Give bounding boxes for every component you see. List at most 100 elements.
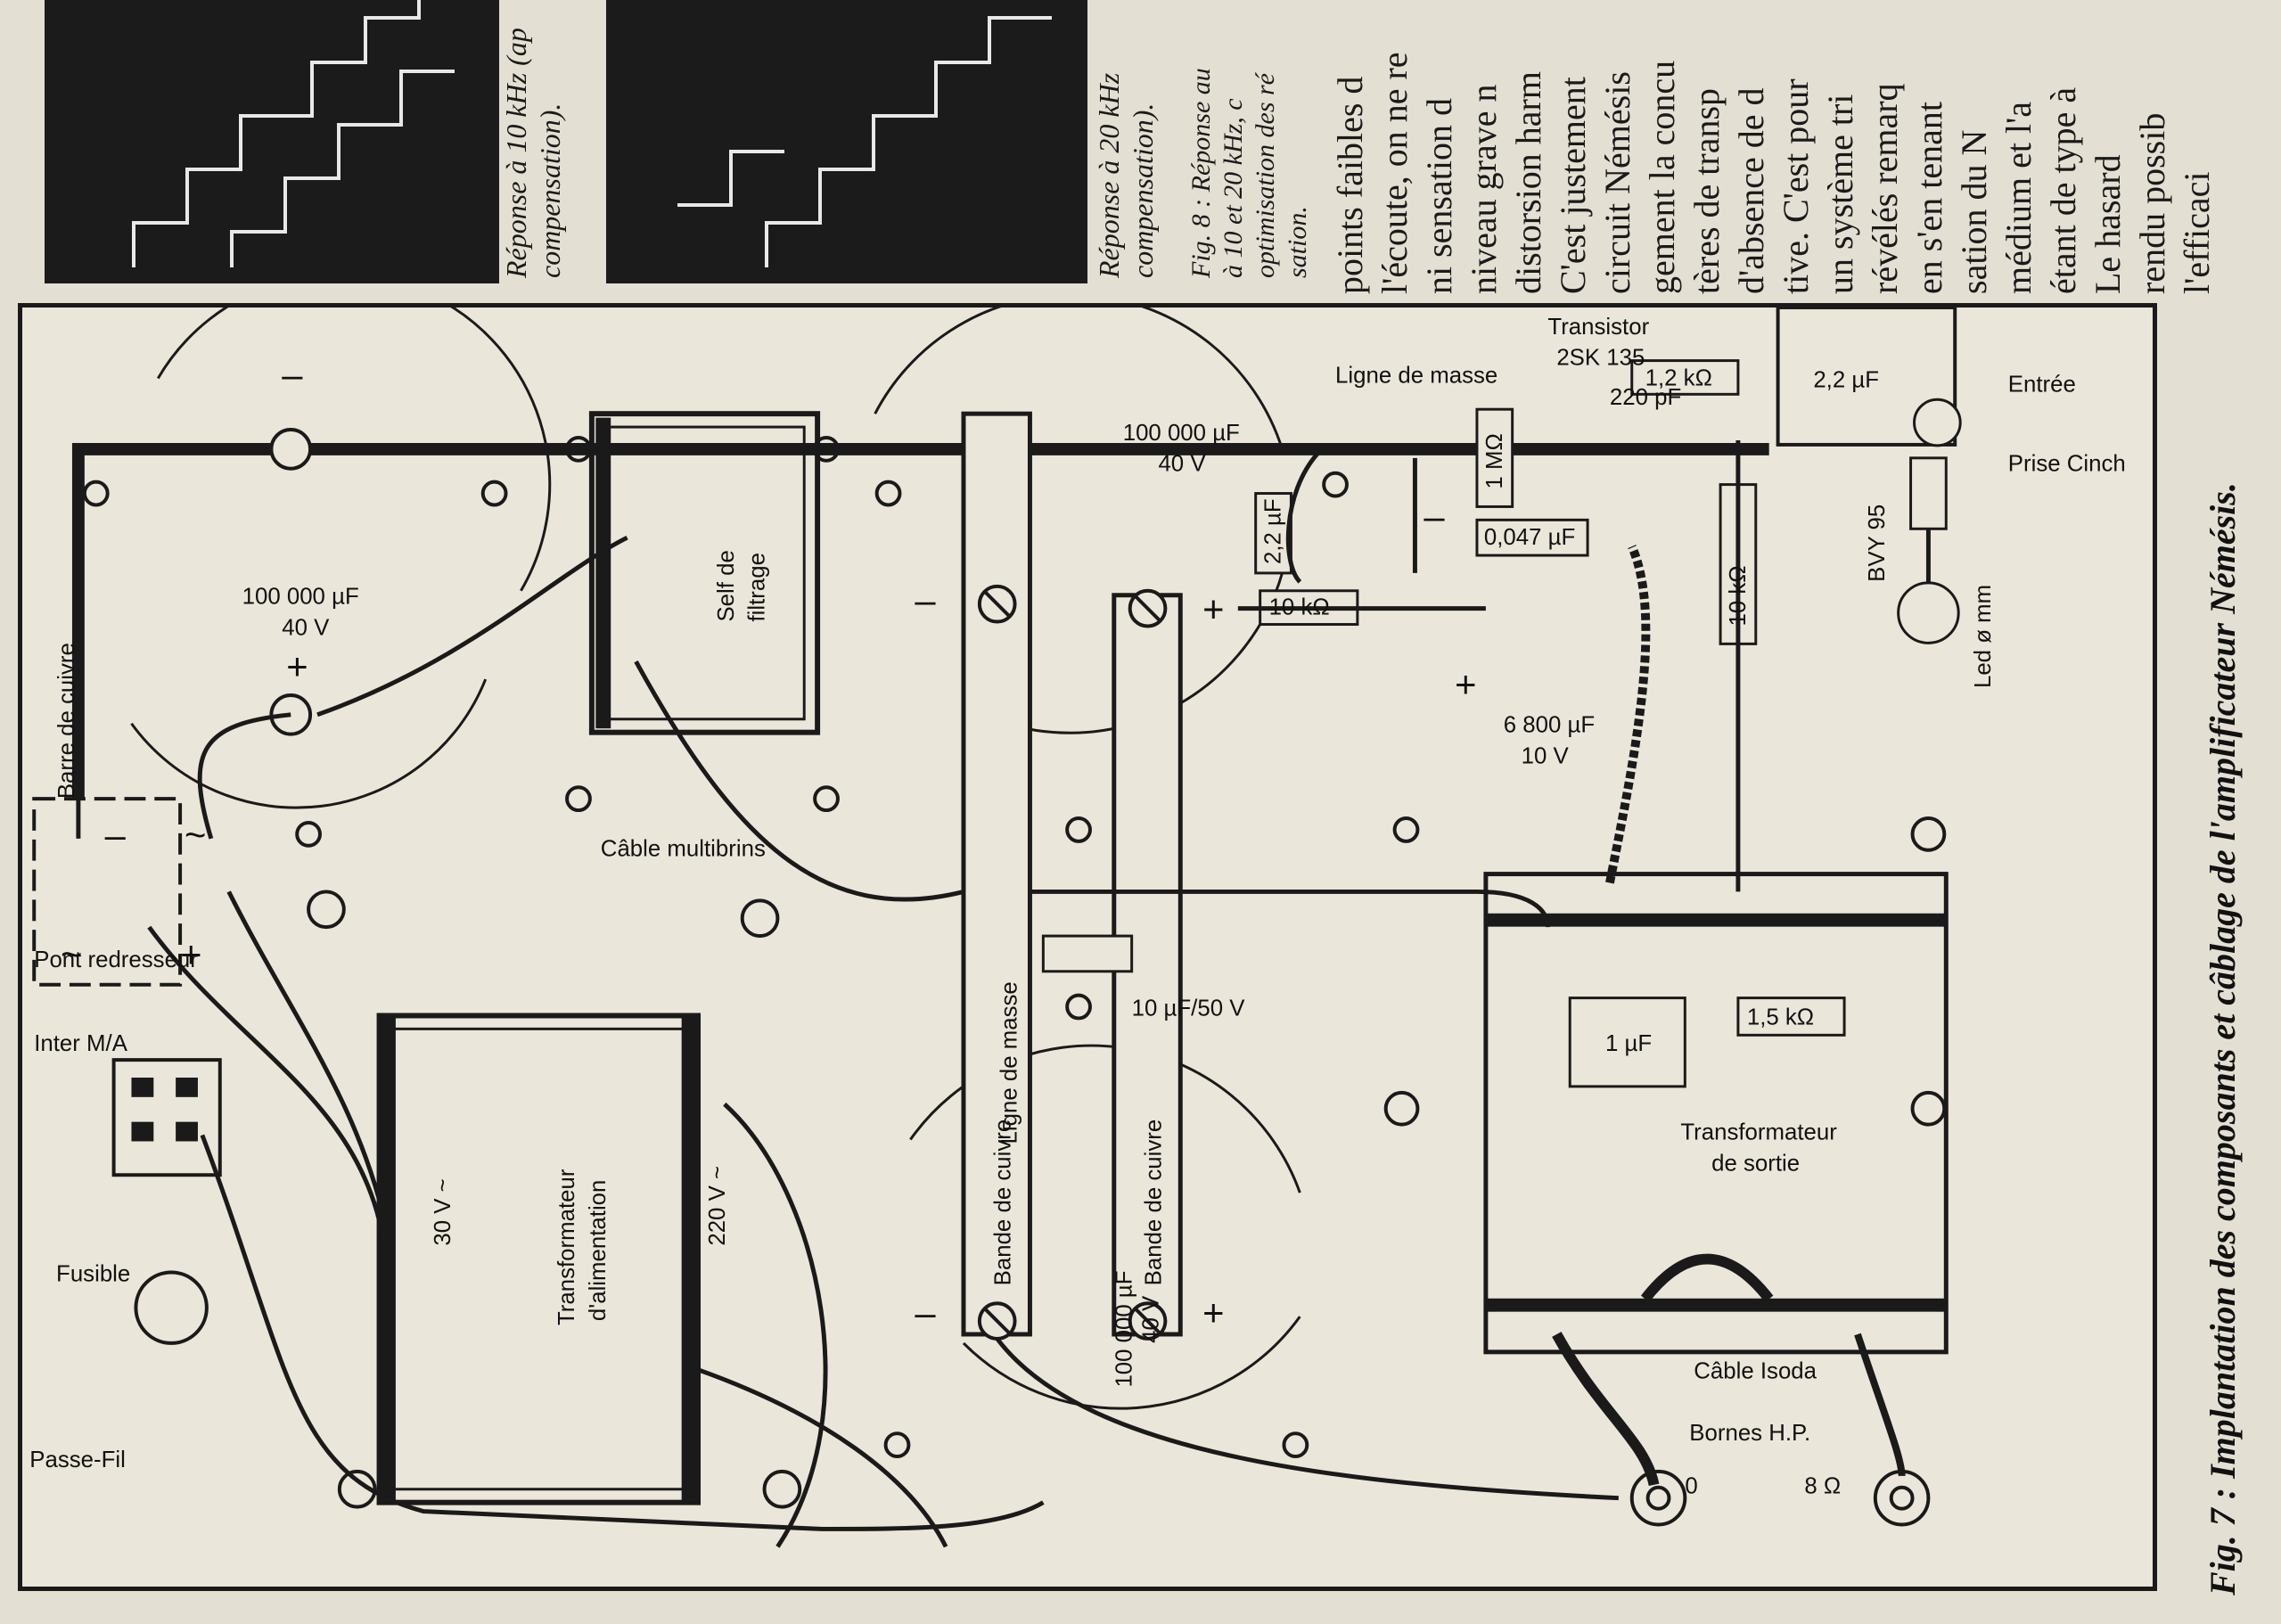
label-cap-6800-v: 10 V [1522,743,1570,768]
label-bande-1: Bande de cuivre [991,1120,1016,1286]
scope-photo-20khz [606,0,1087,283]
label-transistor-1: Transistor [1547,315,1649,340]
label-res-1-2k: 1,2 kΩ [1645,365,1712,390]
wire [995,1337,1619,1501]
wiring-diagram: – + ~ ~ – + – + – + – + Barre de cuivre … [18,303,2157,1591]
article-line: C'est justement [1553,77,1593,294]
mount-hole [295,820,322,848]
wiring-svg: – + ~ ~ – + – + – + – + Barre de cuivre … [29,308,2126,1548]
fig8-line1: Fig. 8 : Réponse au [1186,68,1216,278]
minus-symbol: – [915,1292,936,1333]
article-line: d'absence de d [1731,87,1771,294]
minus-symbol: – [105,814,127,856]
plus-symbol: + [286,645,308,687]
cap1-outline [130,308,552,809]
label-self-2: filtrage [745,553,770,621]
article-line: révélés remarq [1865,83,1905,294]
label-bande-2: Bande de cuivre [1141,1120,1166,1286]
resistor-1m [1475,407,1514,508]
article-line: étant de type à [2043,86,2083,294]
wire [1285,452,1320,584]
label-bvy: BVY 95 [1865,504,1890,582]
article-line: niveau grave n [1464,84,1504,294]
article-line: l'efficaci [2177,171,2217,294]
plus-symbol: + [1202,588,1224,630]
scope-photo-10khz [45,0,499,283]
cap-10uf [1041,934,1134,973]
minus-symbol: – [282,353,303,395]
wire [1854,1333,1906,1477]
label-res-1m: 1 MΩ [1482,433,1507,488]
article-line: rendu possib [2132,112,2172,294]
filter-choke [588,411,821,735]
fig8-line2: à 10 et 20 kHz, c [1218,98,1248,278]
mount-hole [565,785,592,813]
mount-hole [874,480,902,507]
output-transformer [1483,872,1949,1355]
power-switch [111,1058,222,1177]
wire [634,660,964,902]
label-res-10k-b: 10 kΩ [1726,565,1751,626]
label-transfo-sortie-2: de sortie [1711,1151,1800,1176]
label-fusible: Fusible [56,1261,130,1286]
article-line: sation du N [1954,129,1994,294]
fig8-line3: optimisation des ré [1251,73,1280,278]
led [1897,581,1960,644]
caption-20khz: Réponse à 20 kHz compensation). [1092,73,1160,278]
label-bornes: Bornes H.P. [1689,1421,1810,1446]
wire [723,1102,828,1548]
caption-20khz-line2: compensation). [1127,103,1159,278]
label-zero: 0 [1685,1474,1697,1499]
caption-20khz-line1: Réponse à 20 kHz [1093,72,1125,278]
power-transformer [376,1013,702,1505]
mount-hole [307,890,346,930]
mount-hole [1910,1090,1947,1127]
article-line: tères de transp [1686,87,1727,294]
plus-symbol: + [1455,663,1476,705]
label-transistor-2: 2SK 135 [1556,346,1645,371]
minus-symbol: – [1424,495,1445,537]
bvy95-diode [1909,456,1948,530]
label-res-1-5k: 1,5 kΩ [1747,1005,1814,1029]
plus-symbol: + [1202,1292,1224,1333]
article-line: ni sensation d [1419,98,1459,294]
caption-10khz-line2: compensation). [534,103,566,278]
article-line: circuit Némésis [1597,71,1637,294]
label-led: Led ø mm [1971,585,1996,688]
copper-bar [71,442,1769,839]
label-transfo-alim-2: d'alimentation [586,1180,611,1321]
label-cap-2-2: 2,2 µF [1813,367,1879,392]
wire [200,1134,1045,1531]
mount-hole [883,1431,911,1459]
label-cap1-v: 40 V [282,615,330,640]
wire [226,890,390,1238]
mount-hole [1282,1431,1309,1459]
fig8-line4: sation. [1283,206,1312,278]
article-line: en s'en tenant [1909,101,1949,294]
label-res-10k-a: 10 kΩ [1269,595,1330,620]
label-ligne-masse-top: Ligne de masse [1335,363,1497,388]
label-barre-cuivre: Barre de cuivre [54,643,79,799]
cap1-screw-plus [269,693,313,736]
label-transfo-alim-1: Transformateur [554,1169,579,1325]
mount-hole [762,1469,802,1509]
article-text: points faibles d l'écoute, on ne re ni s… [1328,52,2219,294]
mount-hole [1383,1090,1420,1127]
article-line: un système tri [1820,94,1860,294]
cap3-outline [874,308,1284,734]
label-cap-10uf: 10 µF/50 V [1132,996,1246,1021]
wire [1605,545,1651,884]
plus-symbol: + [180,933,201,975]
copper-band-1 [961,411,1032,1341]
label-inter: Inter M/A [34,1031,127,1056]
fig8-caption: Fig. 8 : Réponse au à 10 et 20 kHz, c op… [1186,68,1314,278]
label-30v: 30 V ~ [431,1178,455,1245]
wire [197,712,291,840]
label-cap3-val: 100 000 µF [1123,421,1240,446]
label-cap-6800: 6 800 µF [1504,713,1595,738]
label-self-1: Self de [714,550,739,621]
tilde-symbol: ~ [61,933,82,975]
label-passe-fil: Passe-Fil [29,1448,126,1472]
label-cap2-v: 40 V [1138,1295,1163,1343]
article-line: tive. C'est pour [1776,78,1816,294]
